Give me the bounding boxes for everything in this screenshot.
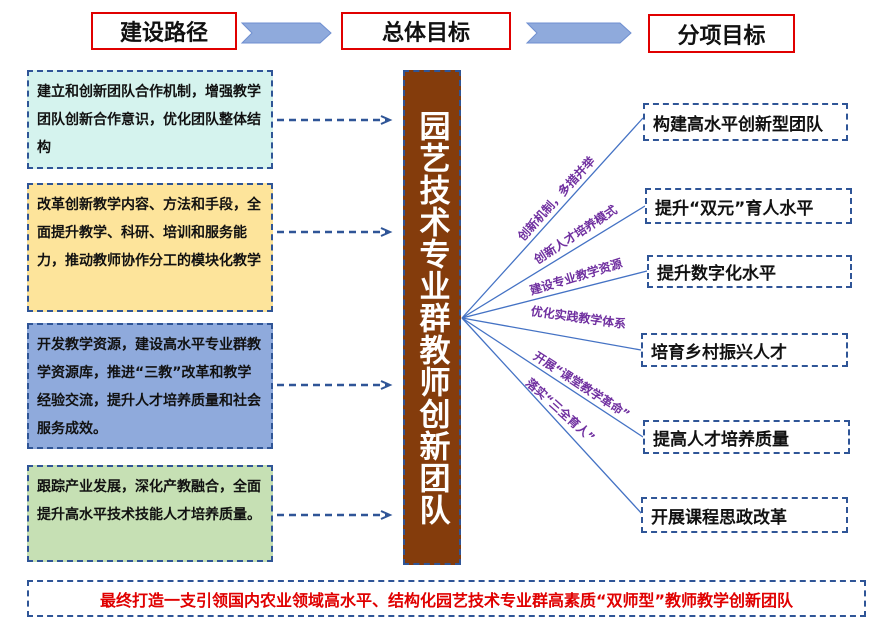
center-team-title: 园艺技术专业群教师创新团队 xyxy=(403,70,461,565)
chevron-arrow-1 xyxy=(240,22,332,44)
branch-line-3 xyxy=(461,270,648,319)
path-box-3: 开发教学资源，建设高水平专业群教学资源库，推进“三教”改革和教学经验交流，提升人… xyxy=(27,323,273,449)
path-box-1: 建立和创新团队合作机制，增强教学团队创新合作意识，优化团队整体结构 xyxy=(27,70,273,169)
header-overall-goal: 总体目标 xyxy=(341,12,511,50)
goal-box-4: 培育乡村振兴人才 xyxy=(641,333,848,367)
branch-line-5 xyxy=(461,317,644,438)
goal-box-5: 提高人才培养质量 xyxy=(643,420,850,454)
goal-box-6: 开展课程思政改革 xyxy=(641,497,848,533)
branch-line-1 xyxy=(461,117,644,319)
final-goal-banner: 最终打造一支引领国内农业领域高水平、结构化园艺技术专业群高素质“双师型”教师教学… xyxy=(27,580,866,617)
goal-box-1: 构建高水平创新型团队 xyxy=(643,103,848,141)
branch-line-4 xyxy=(461,317,642,351)
path-box-4: 跟踪产业发展，深化产教融合，全面提升高水平技术技能人才培养质量。 xyxy=(27,465,273,562)
path-box-2: 改革创新教学内容、方法和手段，全面提升教学、科研、培训和服务能力，推动教师协作分… xyxy=(27,183,273,312)
branch-line-2 xyxy=(461,205,646,319)
header-path: 建设路径 xyxy=(91,12,237,50)
chevron-arrow-2 xyxy=(525,22,632,44)
goal-box-2: 提升“双元”育人水平 xyxy=(645,188,852,224)
branch-line-6 xyxy=(461,317,644,516)
goal-box-3: 提升数字化水平 xyxy=(647,255,852,288)
header-sub-goals: 分项目标 xyxy=(648,14,795,53)
